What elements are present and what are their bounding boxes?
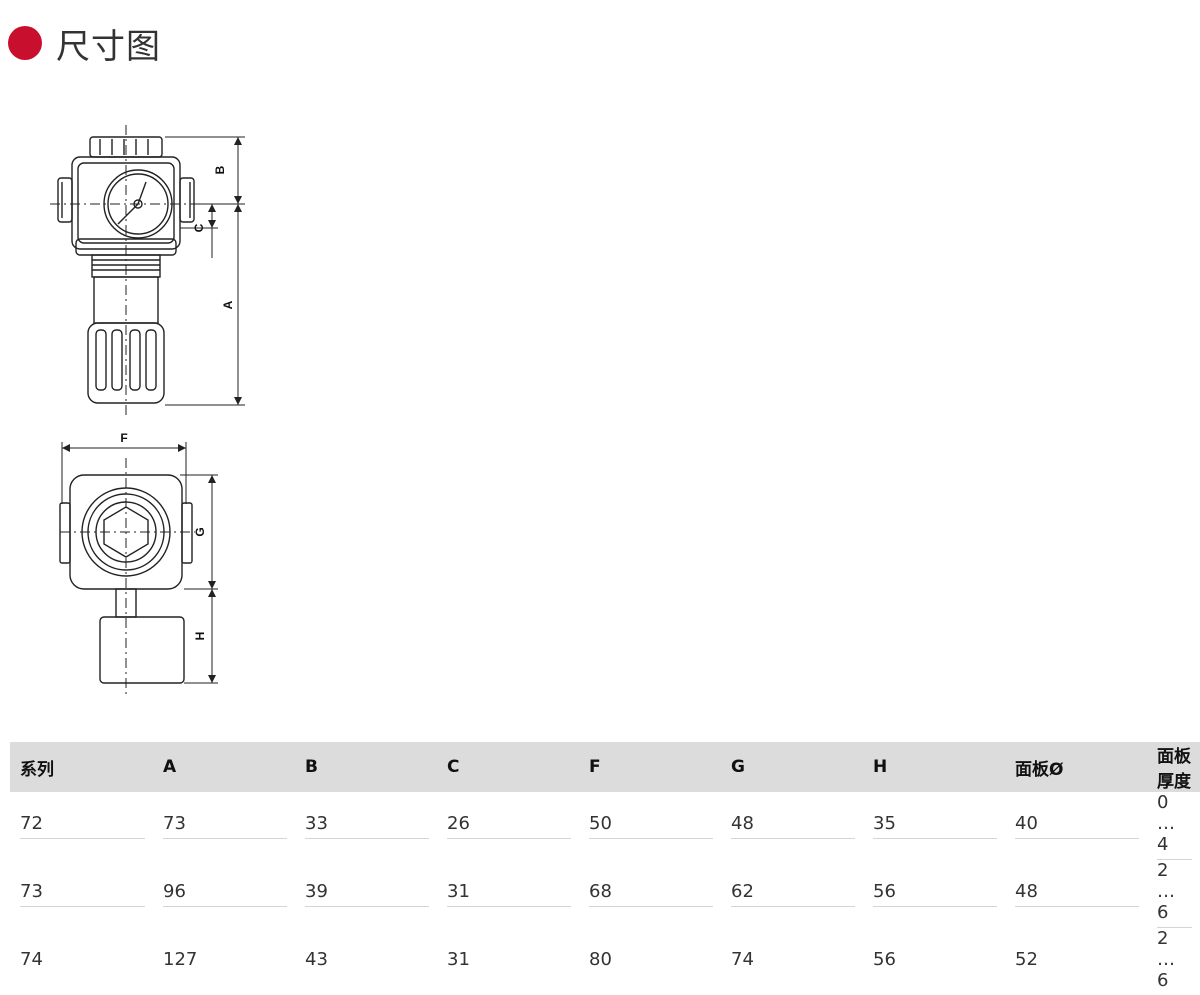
column-header-b: B (295, 742, 437, 792)
table-header-row: 系列 A B C F G H 面板Ø 面板厚度 (10, 742, 1200, 792)
table-cell: 73 (163, 813, 287, 839)
table-cell: 80 (589, 949, 612, 970)
column-header-panel-diameter: 面板Ø (1005, 742, 1147, 792)
column-header-series: 系列 (10, 742, 153, 792)
table-cell: 72 (20, 813, 145, 839)
dim-label-a: A (221, 300, 235, 309)
table-cell: 74 (20, 949, 43, 970)
table-cell: 73 (20, 881, 145, 907)
table-cell: 39 (305, 881, 429, 907)
dimension-table: 系列 A B C F G H 面板Ø 面板厚度 72 73 33 26 50 4… (10, 742, 1200, 995)
table-cell: 56 (873, 881, 997, 907)
table-cell: 50 (589, 813, 713, 839)
table-cell: 48 (1015, 881, 1139, 907)
table-cell: 127 (163, 949, 198, 970)
table-cell: 0 … 4 (1157, 792, 1192, 860)
dimension-drawing: B C A F G H (50, 125, 245, 695)
section-header: 尺寸图 (8, 18, 161, 68)
table-row: 74 127 43 31 80 74 56 52 2 … 6 (10, 928, 1200, 995)
dim-label-b: B (213, 165, 227, 174)
table-cell: 40 (1015, 813, 1139, 839)
table-cell: 35 (873, 813, 997, 839)
table-cell: 26 (447, 813, 571, 839)
dim-label-f: F (120, 431, 127, 445)
table-cell: 48 (731, 813, 855, 839)
dim-label-g: G (193, 527, 207, 536)
dim-label-h: H (193, 632, 207, 641)
table-cell: 31 (447, 881, 571, 907)
table-cell: 52 (1015, 949, 1038, 970)
table-cell: 2 … 6 (1157, 928, 1175, 991)
table-cell: 31 (447, 949, 470, 970)
column-header-h: H (863, 742, 1005, 792)
column-header-a: A (153, 742, 295, 792)
table-cell: 62 (731, 881, 855, 907)
table-cell: 33 (305, 813, 429, 839)
column-header-g: G (721, 742, 863, 792)
section-title: 尺寸图 (56, 26, 161, 67)
column-header-panel-thickness: 面板厚度 (1147, 742, 1200, 792)
column-header-c: C (437, 742, 579, 792)
table-row: 73 96 39 31 68 62 56 48 2 … 6 (10, 860, 1200, 928)
table-cell: 68 (589, 881, 713, 907)
table-cell: 96 (163, 881, 287, 907)
dim-label-c: C (192, 223, 206, 232)
table-cell: 74 (731, 949, 754, 970)
column-header-f: F (579, 742, 721, 792)
table-cell: 43 (305, 949, 328, 970)
red-dot-icon (8, 26, 42, 60)
table-row: 72 73 33 26 50 48 35 40 0 … 4 (10, 792, 1200, 860)
table-cell: 56 (873, 949, 896, 970)
table-cell: 2 … 6 (1157, 860, 1192, 928)
